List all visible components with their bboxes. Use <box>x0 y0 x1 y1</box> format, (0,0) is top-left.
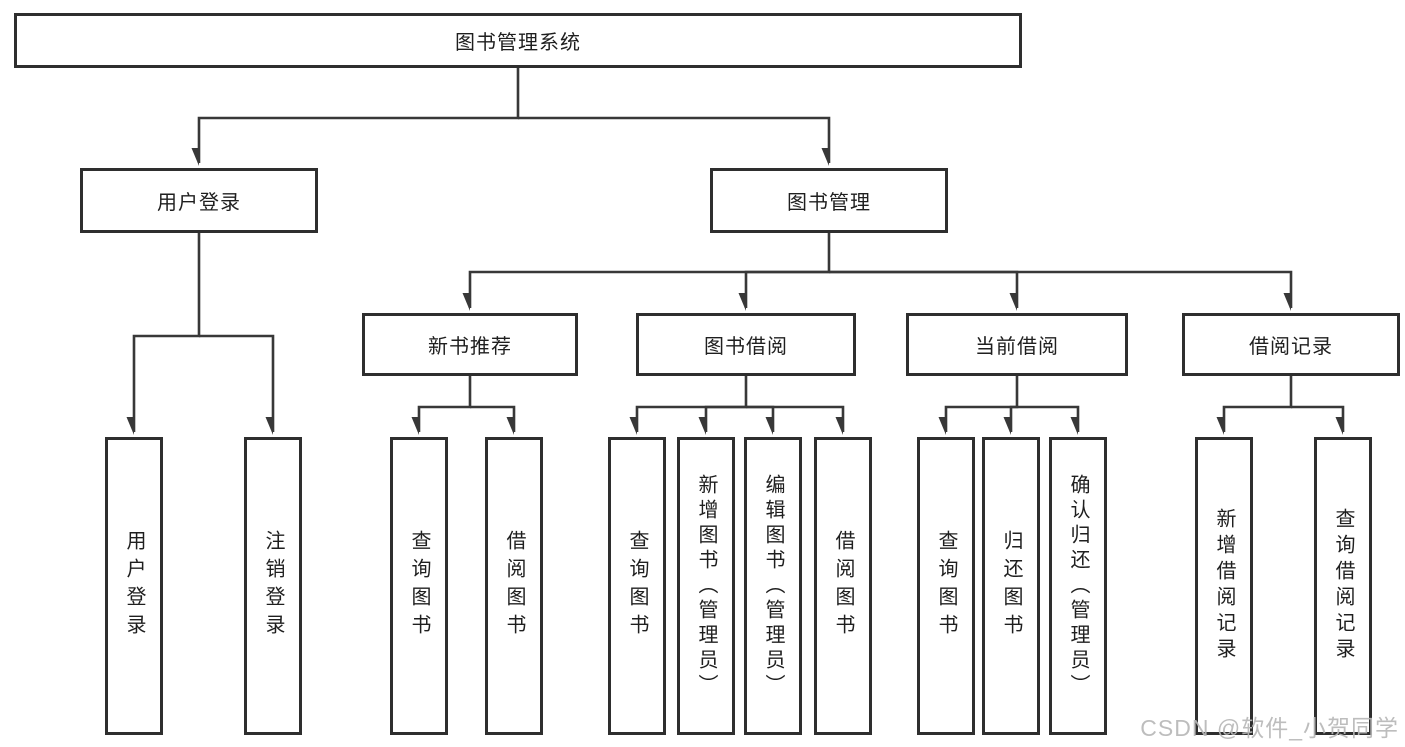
node-book-management: 图书管理 <box>710 168 948 233</box>
node-book-borrowing: 图书借阅 <box>636 313 856 376</box>
node-leaf-return-books: 归还图书 <box>982 437 1040 735</box>
node-label: 查询图书 <box>626 530 648 642</box>
edge-book-borrow-to-add <box>706 405 746 432</box>
node-label: 确认归还（管理员） <box>1067 473 1089 699</box>
node-label: 当前借阅 <box>975 336 1059 358</box>
edge-user-login-to-leaf-login <box>134 233 201 432</box>
node-label: 查询图书 <box>935 530 957 642</box>
edge-book-borrow-to-edit <box>746 405 775 432</box>
node-label: 查询图书 <box>408 530 430 642</box>
node-label: 用户登录 <box>123 530 145 642</box>
node-label: 新增图书（管理员） <box>695 473 717 699</box>
node-leaf-add-books-admin: 新增图书（管理员） <box>677 437 735 735</box>
node-leaf-query-borrow-record: 查询借阅记录 <box>1314 437 1372 735</box>
edge-book-borrow-to-borrow <box>746 405 845 432</box>
node-label: 新书推荐 <box>428 336 512 358</box>
edge-book-management-to-current-borrow <box>829 270 1019 308</box>
node-leaf-borrow-books-2: 借阅图书 <box>814 437 872 735</box>
node-label: 借阅图书 <box>832 530 854 642</box>
node-label: 借阅记录 <box>1249 336 1333 358</box>
edge-current-borrow-to-return <box>1011 405 1017 432</box>
node-label: 注销登录 <box>262 530 284 642</box>
edge-user-login-to-leaf-logout <box>199 334 275 432</box>
node-leaf-add-borrow-record: 新增借阅记录 <box>1195 437 1253 735</box>
node-leaf-query-books-1: 查询图书 <box>390 437 448 735</box>
node-label: 归还图书 <box>1000 530 1022 642</box>
node-label: 编辑图书（管理员） <box>762 473 784 699</box>
node-label: 图书管理 <box>787 192 871 214</box>
node-label: 图书管理系统 <box>455 32 581 54</box>
node-label: 借阅图书 <box>503 530 525 642</box>
node-leaf-confirm-return-admin: 确认归还（管理员） <box>1049 437 1107 735</box>
node-label: 用户登录 <box>157 192 241 214</box>
node-leaf-edit-books-admin: 编辑图书（管理员） <box>744 437 802 735</box>
edge-new-book-to-borrow <box>470 405 516 432</box>
edge-book-management-to-new-book <box>470 233 831 308</box>
node-leaf-logout: 注销登录 <box>244 437 302 735</box>
node-leaf-query-books-2: 查询图书 <box>608 437 666 735</box>
edge-new-book-to-query <box>419 376 472 432</box>
node-label: 新增借阅记录 <box>1213 508 1235 664</box>
edge-borrow-records-to-add <box>1224 376 1293 432</box>
node-label: 图书借阅 <box>704 336 788 358</box>
node-label: 查询借阅记录 <box>1332 508 1354 664</box>
node-leaf-query-books-3: 查询图书 <box>917 437 975 735</box>
edge-book-management-to-book-borrow <box>746 270 829 308</box>
node-library-management-system: 图书管理系统 <box>14 13 1022 68</box>
edge-book-management-to-borrow-records <box>829 270 1293 308</box>
edge-borrow-records-to-query <box>1291 405 1345 432</box>
node-leaf-user-login: 用户登录 <box>105 437 163 735</box>
edge-current-borrow-to-query <box>946 376 1019 432</box>
node-borrowing-records: 借阅记录 <box>1182 313 1400 376</box>
node-current-borrowing: 当前借阅 <box>906 313 1128 376</box>
node-user-login: 用户登录 <box>80 168 318 233</box>
edge-root-to-user-login <box>199 68 520 163</box>
edge-current-borrow-to-confirm <box>1017 405 1080 432</box>
node-new-book-recommendation: 新书推荐 <box>362 313 578 376</box>
edge-book-borrow-to-query <box>637 376 748 432</box>
edge-root-to-book-management <box>518 116 831 163</box>
node-leaf-borrow-books-1: 借阅图书 <box>485 437 543 735</box>
